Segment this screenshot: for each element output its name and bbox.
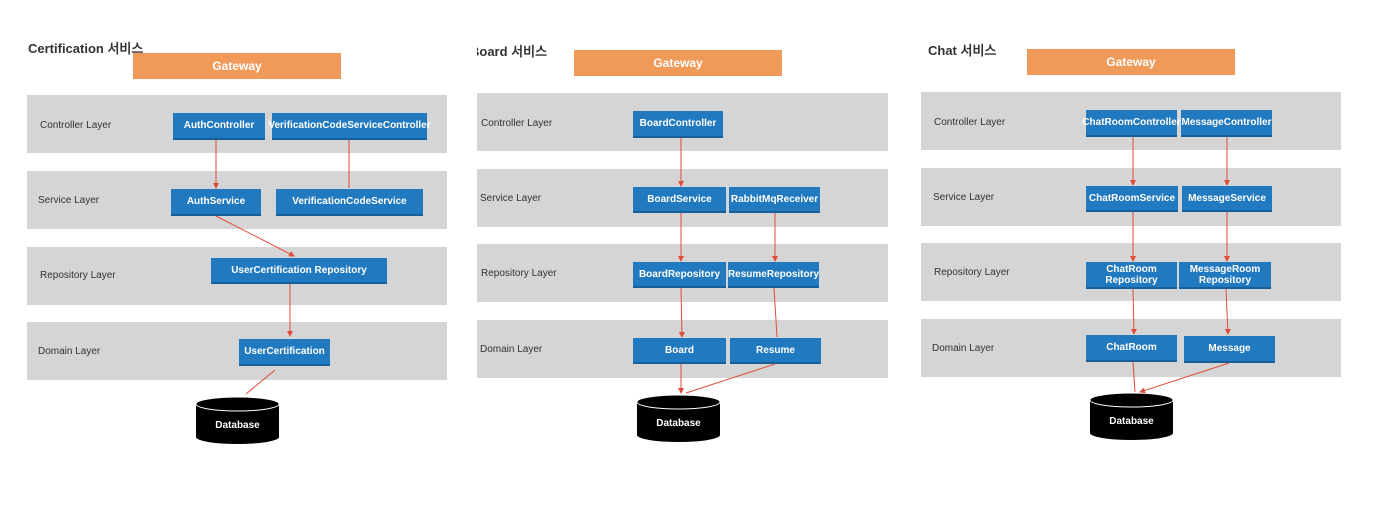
database-icon: Database	[1089, 392, 1174, 441]
database-label: Database	[656, 418, 701, 429]
database-label: Database	[215, 420, 260, 431]
domain-layer-label: Domain Layer	[480, 344, 543, 355]
gateway-box: Gateway	[133, 53, 341, 79]
rabbitmq-receiver-box: RabbitMqReceiver	[729, 187, 820, 213]
user-cert-repository-box: UserCertification Repository	[211, 258, 387, 284]
messageroom-repository-box: MessageRoom Repository	[1179, 262, 1271, 289]
service-layer-label: Service Layer	[480, 193, 542, 204]
panel-title: Chat 서비스	[928, 43, 997, 58]
arrow	[1130, 288, 1137, 335]
gateway-box: Gateway	[1027, 49, 1235, 75]
title-crop-mask	[455, 36, 477, 58]
resume-box: Resume	[730, 338, 821, 364]
arrow	[1224, 288, 1231, 335]
arrow	[685, 363, 776, 394]
resume-repository-box: ResumeRepository	[728, 262, 819, 288]
controller-layer-label: Controller Layer	[934, 117, 1006, 128]
message-controller-box: MessageController	[1181, 110, 1272, 137]
database-icon: Database	[636, 394, 721, 443]
repository-layer-label: Repository Layer	[481, 268, 557, 279]
repository-layer-label: Repository Layer	[934, 267, 1010, 278]
arrow	[215, 215, 295, 257]
panel-title: Certification 서비스	[28, 41, 144, 56]
gateway-box: Gateway	[574, 50, 782, 76]
board-box: Board	[633, 338, 726, 364]
repository-layer-label: Repository Layer	[40, 270, 116, 281]
database-icon: Database	[195, 396, 280, 445]
board-controller-box: BoardController	[633, 111, 723, 138]
board-repository-box: BoardRepository	[633, 262, 726, 288]
message-box: Message	[1184, 336, 1275, 363]
auth-controller-box: AuthController	[173, 113, 265, 140]
verification-service-box: VerificationCodeService	[276, 189, 423, 216]
chatroom-controller-box: ChatRoomController	[1082, 110, 1181, 137]
controller-layer-label: Controller Layer	[40, 120, 112, 131]
auth-service-box: AuthService	[171, 189, 261, 216]
service-layer-label: Service Layer	[38, 195, 100, 206]
domain-layer	[27, 322, 447, 380]
controller-layer-label: Controller Layer	[481, 118, 553, 129]
verification-controller-box: VerificationCodeServiceController	[268, 113, 431, 140]
message-service-box: MessageService	[1182, 186, 1272, 212]
domain-layer-label: Domain Layer	[38, 346, 101, 357]
arrow	[678, 287, 685, 338]
chatroom-box: ChatRoom	[1086, 335, 1177, 362]
arrow	[245, 369, 276, 395]
panel-title: Board 서비스	[470, 44, 548, 59]
chatroom-service-box: ChatRoomService	[1086, 186, 1178, 212]
chatroom-repository-box: ChatRoom Repository	[1086, 262, 1177, 289]
arrow	[1139, 362, 1230, 394]
database-label: Database	[1109, 416, 1154, 427]
service-layer-label: Service Layer	[933, 192, 995, 203]
user-certification-box: UserCertification	[239, 339, 330, 366]
arrow	[1132, 361, 1136, 393]
domain-layer-label: Domain Layer	[932, 343, 995, 354]
arrow	[773, 287, 778, 338]
board-service-box: BoardService	[633, 187, 726, 213]
